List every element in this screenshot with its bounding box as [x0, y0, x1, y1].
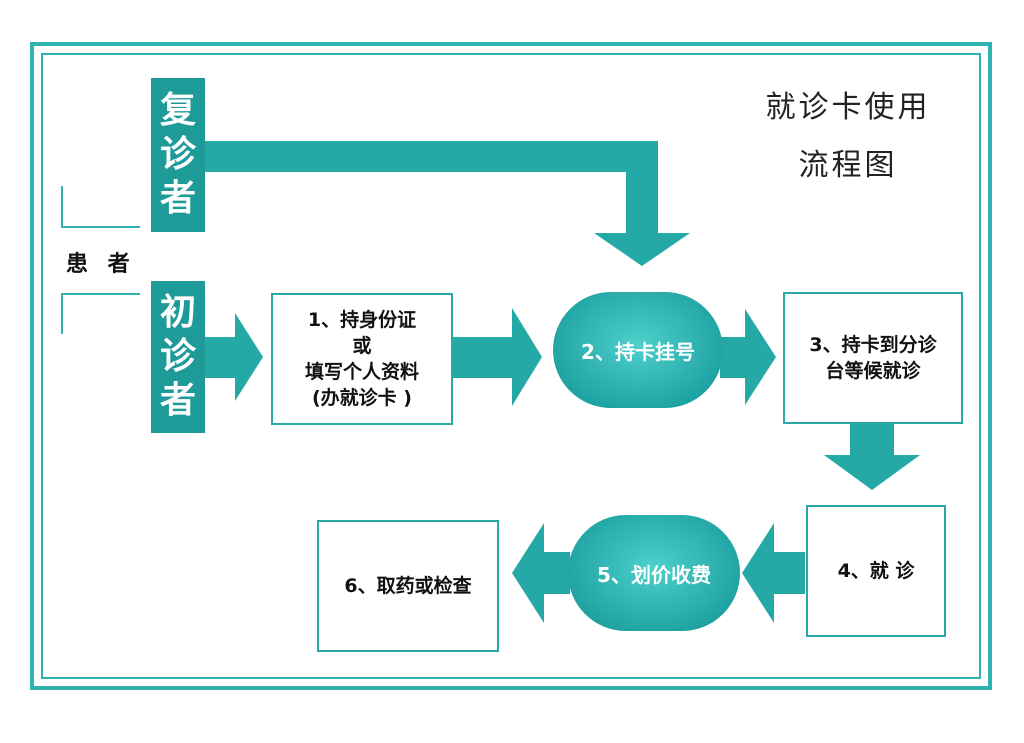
step6-label: 6、取药或检查 — [344, 575, 472, 597]
first-visit-to-step1-arrow — [205, 313, 263, 401]
step1-line: 填写个人资料 — [304, 361, 419, 383]
returning-patient-bar: 复 诊 者 — [151, 78, 205, 232]
returning-to-register-arrow — [200, 141, 690, 266]
returning-char: 诊 — [159, 134, 196, 175]
step1-box: 1、持身份证 或 填写个人资料 (办就诊卡 ) — [271, 293, 453, 425]
step3-line: 3、持卡到分诊 — [809, 334, 937, 356]
step4-to-step5-arrow — [742, 523, 805, 623]
step4-label: 4、就 诊 — [837, 560, 915, 582]
step5-label: 5、划价收费 — [597, 562, 711, 587]
first-visit-char: 诊 — [159, 336, 196, 377]
step2-label: 2、持卡挂号 — [581, 339, 695, 364]
step1-line: (办就诊卡 ) — [312, 387, 412, 409]
step3-to-step4-arrow — [824, 424, 920, 490]
step1-to-step2-arrow — [452, 308, 542, 406]
step3-line: 台等候就诊 — [825, 360, 921, 382]
step1-line: 或 — [352, 335, 372, 357]
inner-frame — [41, 53, 981, 679]
diagram-title-line2: 流程图 — [798, 148, 898, 183]
step5-oval: 5、划价收费 — [568, 515, 740, 631]
step6-box: 6、取药或检查 — [317, 520, 499, 652]
step3-box: 3、持卡到分诊 台等候就诊 — [783, 292, 963, 424]
patient-label: 患 者 — [66, 252, 136, 277]
first-visit-char: 者 — [159, 380, 196, 421]
first-visit-char: 初 — [159, 292, 196, 333]
step2-oval: 2、持卡挂号 — [553, 292, 723, 408]
diagram-title-line1: 就诊卡使用 — [765, 90, 931, 125]
step5-to-step6-arrow — [512, 523, 570, 623]
step1-line: 1、持身份证 — [307, 309, 417, 331]
step4-box: 4、就 诊 — [806, 505, 946, 637]
outer-frame — [30, 42, 992, 690]
step2-to-step3-arrow — [720, 309, 776, 405]
first-visit-patient-bar: 初 诊 者 — [151, 281, 205, 433]
returning-char: 复 — [159, 90, 196, 131]
returning-char: 者 — [159, 178, 196, 219]
